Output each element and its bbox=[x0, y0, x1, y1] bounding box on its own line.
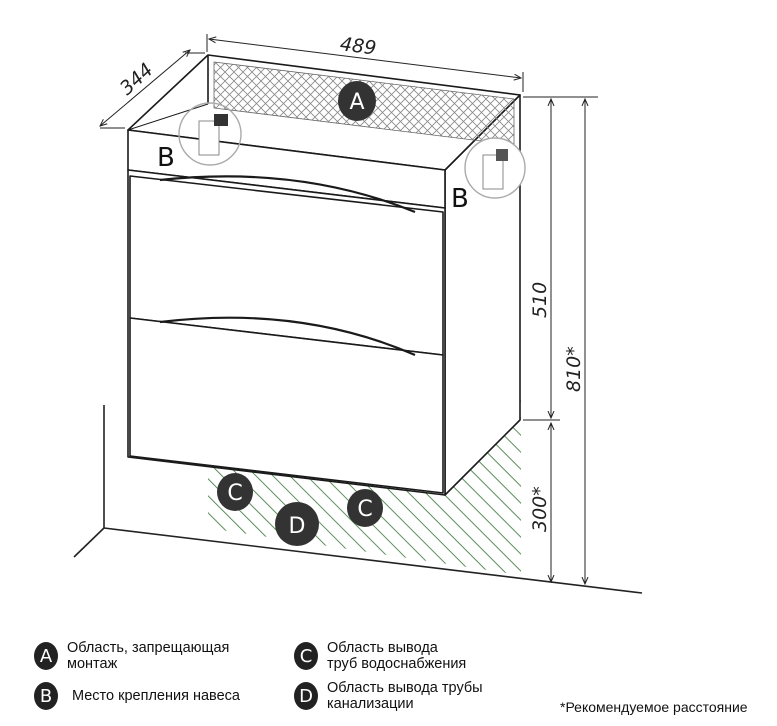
legend-c-icon: C bbox=[294, 642, 318, 670]
legend: A Область, запрещающая монтаж B Место кр… bbox=[0, 610, 777, 726]
zone-d-marker: D bbox=[275, 502, 319, 546]
legend-a-text: Область, запрещающая монтаж bbox=[67, 640, 230, 672]
svg-text:C: C bbox=[227, 481, 242, 506]
legend-d-text: Область вывода трубы канализации bbox=[327, 680, 483, 712]
legend-a-icon: A bbox=[34, 642, 58, 670]
cabinet bbox=[127, 54, 521, 496]
hanging-bracket-left bbox=[178, 102, 242, 166]
legend-item-a: A Область, запрещающая монтаж bbox=[34, 640, 229, 672]
legend-item-c: C Область вывода труб водоснабжения bbox=[294, 640, 466, 672]
legend-d-icon: D bbox=[294, 682, 318, 710]
recommended-distance-note: *Рекомендуемое расстояние bbox=[560, 699, 748, 715]
hanging-bracket-right bbox=[464, 137, 526, 199]
zone-b-left-label: B bbox=[157, 143, 175, 173]
legend-item-d: D Область вывода трубы канализации bbox=[294, 680, 483, 712]
depth-dimension: 344 bbox=[116, 59, 158, 100]
width-dimension: 489 bbox=[339, 33, 378, 59]
dimension-lines bbox=[100, 34, 598, 584]
legend-c-text: Область вывода труб водоснабжения bbox=[327, 640, 467, 672]
svg-text:D: D bbox=[289, 514, 306, 539]
cabinet-technical-drawing: 489 344 510 810* 300* A B B C C D bbox=[73, 33, 643, 594]
zone-c-right-marker: C bbox=[347, 489, 383, 527]
legend-item-b: B Место крепления навеса bbox=[34, 682, 240, 710]
zone-c-left-marker: C bbox=[217, 473, 253, 511]
floor-height-dimension: 300* bbox=[529, 486, 551, 532]
zone-b-right-label: B bbox=[451, 184, 469, 214]
zone-a-marker: A bbox=[338, 81, 376, 121]
svg-text:A: A bbox=[349, 90, 364, 115]
total-height-dimension: 810* bbox=[563, 346, 585, 392]
legend-b-text: Место крепления навеса bbox=[72, 688, 240, 704]
cabinet-height-dimension: 510 bbox=[529, 282, 551, 318]
svg-text:C: C bbox=[357, 497, 372, 522]
legend-b-icon: B bbox=[34, 682, 58, 710]
